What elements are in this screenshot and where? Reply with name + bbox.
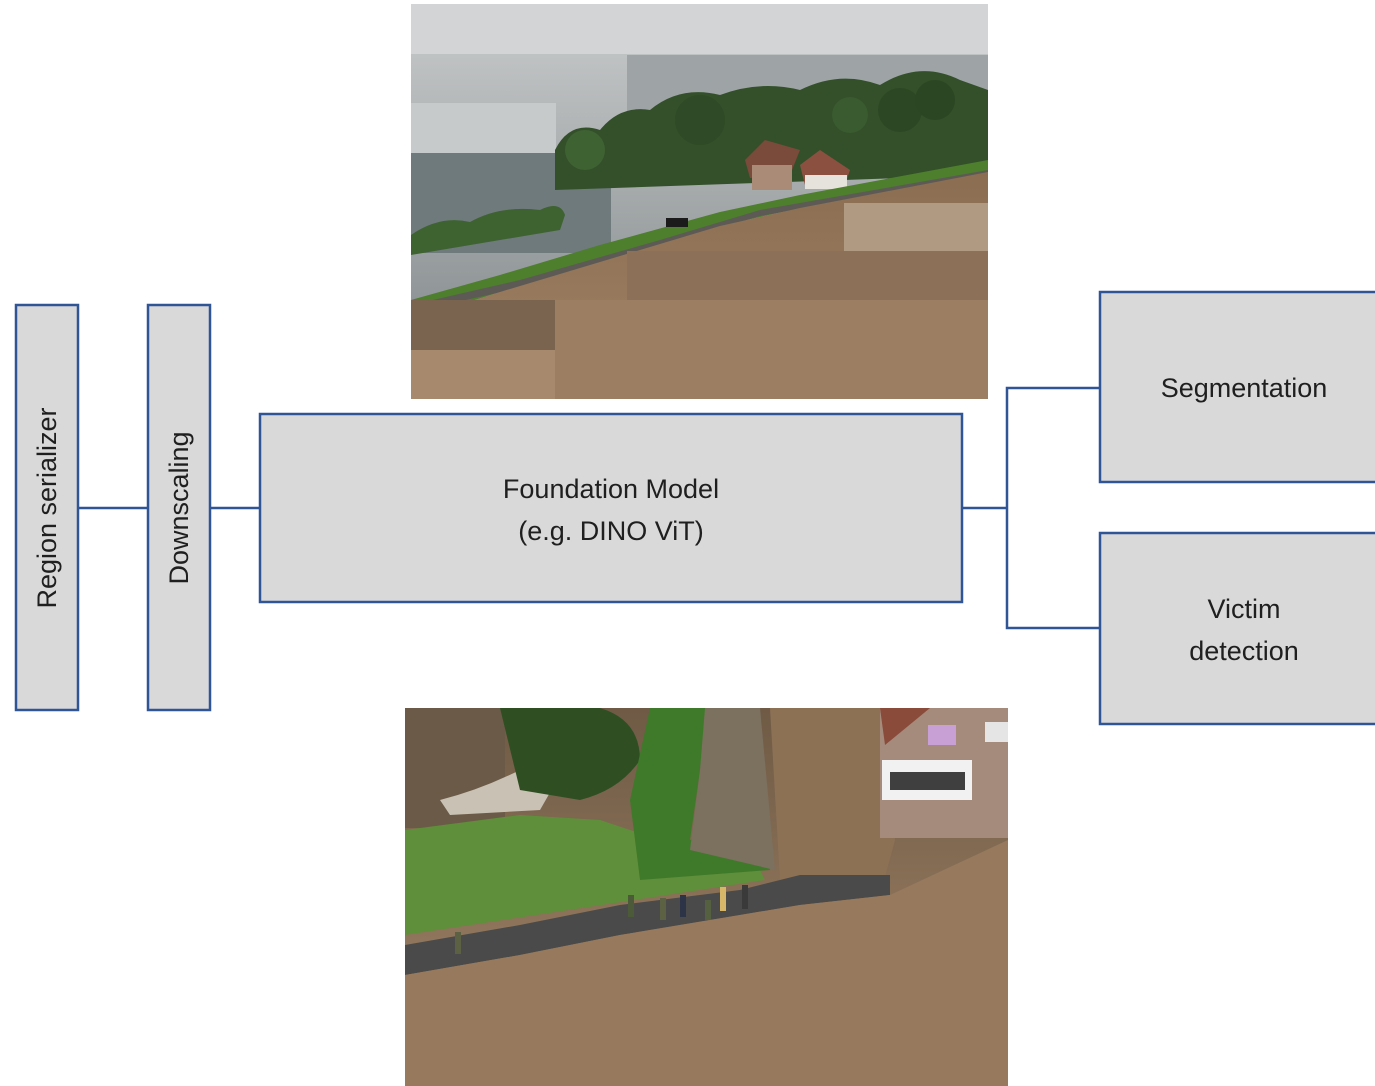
foundation-model-example: (e.g. DINO ViT) [518,516,704,546]
segmentation-box: Segmentation [1098,290,1375,484]
segmentation-label: Segmentation [1161,373,1328,403]
connector-branch-outputs [1005,386,1100,630]
downscaling-box: Downscaling [146,303,212,712]
downscaling-label: Downscaling [164,431,194,584]
region-serializer-label: Region serializer [32,407,62,608]
top-flood-photo [411,4,988,399]
victim-detection-line1: Victim [1207,594,1280,624]
region-serializer-box: Region serializer [14,303,80,712]
people-on-road [455,885,748,954]
foundation-model-title: Foundation Model [503,474,719,504]
victim-detection-line2: detection [1189,636,1299,666]
victim-detection-box: Victim detection [1098,531,1375,726]
foundation-model-box: Foundation Model (e.g. DINO ViT) [258,412,964,604]
bottom-flood-photo [405,708,1008,1086]
connectors [78,386,1100,630]
